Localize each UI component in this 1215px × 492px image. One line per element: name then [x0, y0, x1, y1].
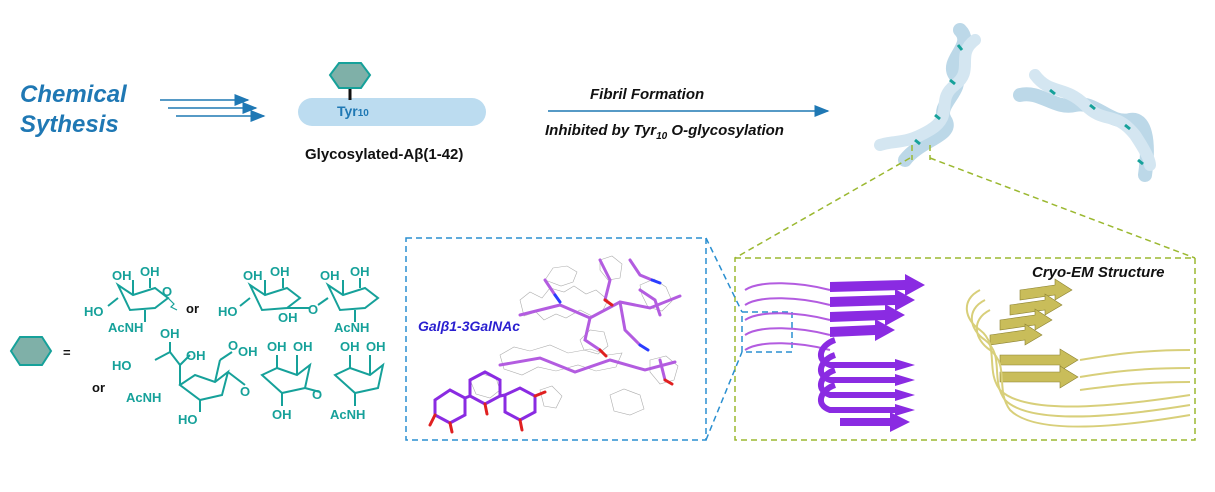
inhibition-label-post: O-glycosylation: [667, 122, 784, 139]
gal-oh-3: OH: [278, 310, 298, 325]
glycan-density-label: Galβ1-3GalNAc: [418, 318, 521, 334]
galnac-ring-o: O: [162, 284, 172, 299]
chemical-synthesis-title: Chemical Sythesis: [20, 80, 127, 140]
cryo-em-structure-label: Cryo-EM Structure: [1032, 264, 1165, 281]
sialyl-oh-2: OH: [186, 348, 206, 363]
galnac-oh-1: OH: [112, 268, 132, 283]
inhibition-label-sub: 10: [656, 131, 668, 142]
gal-oh-2: OH: [270, 264, 290, 279]
zoom-lines-blue: [705, 237, 793, 441]
fibril-icon-1: [874, 23, 981, 167]
peptide-sticks: [498, 258, 682, 382]
multistep-arrows: [160, 94, 266, 122]
sialyl-ho-1: HO: [112, 358, 132, 373]
galnac-structure: [107, 278, 178, 322]
galnac3-acnh: AcNH: [330, 407, 365, 422]
gal3-oh-3: OH: [272, 407, 292, 422]
cryo-em-panel-frame: [734, 257, 1196, 441]
hexagon-glycan-icon: [328, 62, 372, 89]
tyr-text: Tyr: [337, 103, 358, 119]
gal-galnac-structure: [239, 278, 380, 322]
legend-hexagon-icon: [9, 336, 53, 366]
fibril-icon-2: [1013, 69, 1156, 182]
galnac2-oh-1: OH: [320, 268, 340, 283]
peptide-bar: [298, 98, 486, 126]
galnac2-oh-2: OH: [350, 264, 370, 279]
sialyl-acnh: AcNH: [126, 390, 161, 405]
gal-oh-1: OH: [243, 268, 263, 283]
glycosylated-peptide-label: Glycosylated-Aβ(1-42): [305, 146, 464, 163]
chemical-synthesis-line1: Chemical: [20, 81, 127, 108]
tyr10-label: Tyr10: [337, 103, 369, 119]
sialyl-link-o: O: [240, 384, 250, 399]
inhibition-label-pre: Inhibited by Tyr: [545, 122, 657, 139]
or-label-2: or: [92, 380, 105, 395]
glycosylated-peptide-graphic: [298, 62, 486, 126]
galnac2-acnh: AcNH: [334, 320, 369, 335]
or-label-1: or: [186, 301, 199, 316]
sialyl-oh-3: OH: [238, 344, 258, 359]
cryo-em-purple-fibril: [744, 274, 925, 432]
galnac3-oh-2: OH: [366, 339, 386, 354]
chemical-synthesis-line2: Sythesis: [20, 111, 119, 138]
galnac-ho: HO: [84, 304, 104, 319]
tyr-subscript: 10: [357, 108, 369, 119]
fibril-formation-label: Fibril Formation: [590, 86, 705, 103]
gal3-oh-1: OH: [267, 339, 287, 354]
sialyl-carbonyl-o: O: [228, 338, 238, 353]
galnac3-oh-1: OH: [340, 339, 360, 354]
inhibition-label: Inhibited by Tyr10 O-glycosylation: [545, 122, 784, 142]
glycan-oxygens: [428, 390, 547, 434]
galnac-acnh: AcNH: [108, 320, 143, 335]
gal-link-o: O: [308, 302, 318, 317]
sialyl-oh-1: OH: [160, 326, 180, 341]
heteroatom-sticks: [553, 278, 674, 386]
galnac-oh-2: OH: [140, 264, 160, 279]
glycan-sticks: [433, 370, 537, 425]
gal3-link-o: O: [312, 387, 322, 402]
zoom-lines-green: [734, 145, 1196, 259]
gal-ho: HO: [218, 304, 238, 319]
gal3-oh-2: OH: [293, 339, 313, 354]
density-panel-frame: [405, 237, 707, 441]
equals-sign: =: [63, 345, 71, 360]
sialyl-ho-2: HO: [178, 412, 198, 427]
sialyl-gal-galnac-structure: [154, 342, 385, 412]
cryo-em-gold-fibril: [965, 278, 1191, 428]
